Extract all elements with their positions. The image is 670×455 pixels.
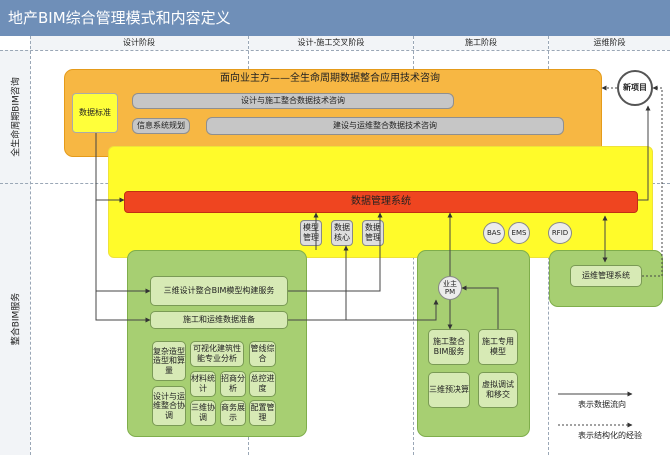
- module-data-management: 数据管理: [362, 220, 384, 246]
- service-item: 招商分析: [220, 371, 246, 397]
- arrow-prep-to-pm: [288, 299, 439, 321]
- legend-data-flow-label: 表示数据流向: [578, 400, 626, 409]
- virtual-commissioning-box: 虚拟调试和移交: [478, 372, 518, 408]
- data-standard-box: 数据标准: [72, 93, 118, 133]
- integration-rfid: RFID: [548, 222, 572, 244]
- phase-operations: 运维阶段: [549, 36, 670, 50]
- legend-experience-label: 表示结构化的经验: [578, 431, 642, 440]
- new-project-node: 新项目: [617, 70, 653, 106]
- construction-model-box: 施工专用模型: [478, 329, 518, 365]
- bim-modeling-service-box: 三维设计整合BIM模型构建服务: [150, 276, 288, 306]
- integration-bas: BAS: [483, 222, 505, 244]
- integration-ems: EMS: [508, 222, 530, 244]
- service-item: 材料统计: [190, 371, 216, 397]
- grid-line: [30, 36, 31, 455]
- phase-design-construction: 设计-施工交叉阶段: [249, 36, 413, 50]
- phase-construction: 施工阶段: [414, 36, 548, 50]
- band-label-services: 整合BIM服务: [0, 183, 30, 455]
- arrow-ops-experience-loop: [642, 85, 663, 277]
- owner-pm-node: 业主PM: [438, 276, 462, 300]
- budget-settlement-box: 三维预决算: [428, 372, 470, 408]
- arrow-modeling-to-system: [288, 212, 383, 292]
- data-preparation-box: 施工和运维数据准备: [150, 311, 288, 329]
- arrow-prep-to-modules: [288, 245, 349, 321]
- service-item: 复杂造型造型和算量: [152, 341, 186, 381]
- module-data-core: 数据核心: [331, 220, 353, 246]
- construction-ops-consulting-box: 建设与运维整合数据技术咨询: [206, 117, 564, 135]
- service-item: 商务展示: [220, 400, 246, 426]
- info-system-planning-box: 信息系统规划: [132, 118, 190, 134]
- service-item: 管线综合: [249, 341, 276, 367]
- arrow-system-to-new-project: [638, 105, 651, 201]
- band-label-consulting: 全生命周期BIM咨询: [0, 50, 30, 183]
- phase-design: 设计阶段: [30, 36, 248, 50]
- service-item: 可视化建筑性能专业分析: [190, 341, 244, 367]
- service-item: 三维协调: [190, 400, 216, 426]
- service-item: 设计与运维整合协调: [152, 386, 186, 426]
- grid-line: [0, 50, 670, 51]
- service-item: 总控进度: [249, 371, 276, 397]
- arrow-model-to-pm: [461, 285, 499, 329]
- construction-bim-service-box: 施工整合BIM服务: [428, 329, 470, 365]
- operations-system-box: 运维管理系统: [570, 265, 642, 287]
- arrow-standard-to-data-prep: [95, 133, 151, 323]
- service-item: 配置管理: [249, 400, 276, 426]
- page-title: 地产BIM综合管理模式和内容定义: [0, 0, 670, 36]
- consulting-heading: 面向业主方——全生命周期数据整合应用技术咨询: [220, 73, 440, 84]
- design-construction-consulting-box: 设计与施工整合数据技术咨询: [132, 93, 454, 109]
